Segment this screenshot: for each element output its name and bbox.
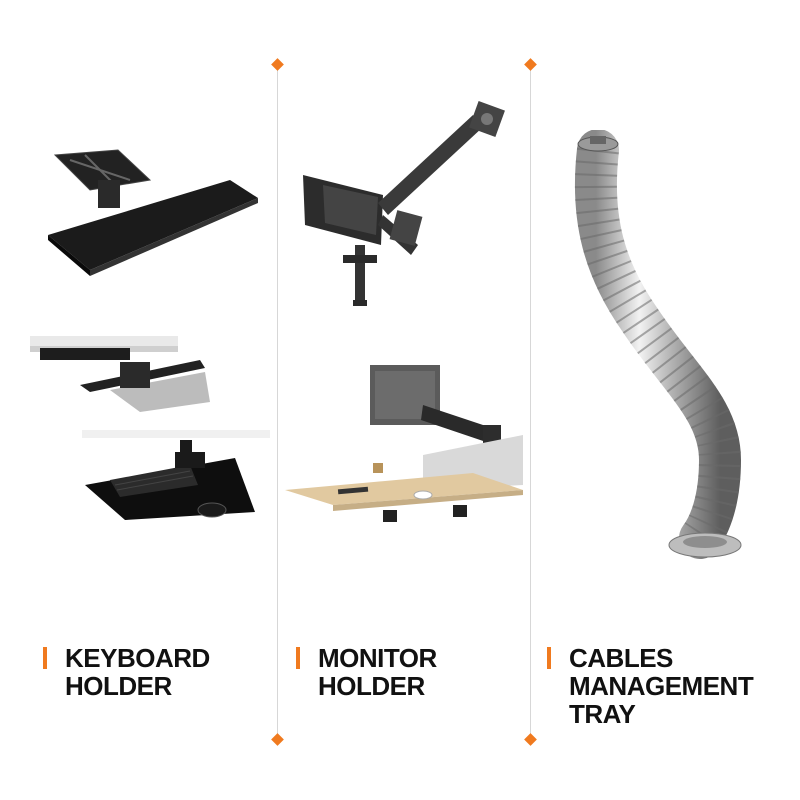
monitor-holder-illustration	[283, 95, 528, 525]
label-line: KEYBOARD	[65, 643, 210, 673]
divider-bottom-diamond	[524, 733, 537, 746]
cables-management-label: CABLES MANAGEMENT TRAY	[547, 643, 754, 729]
keyboard-tray-icon	[30, 149, 272, 520]
monitor-holder-label: MONITOR HOLDER	[296, 644, 437, 700]
accent-bar	[43, 647, 47, 669]
divider-bottom-diamond	[271, 733, 284, 746]
label-line: CABLES	[569, 643, 673, 673]
column-divider-left	[271, 58, 284, 746]
accent-bar	[296, 647, 300, 669]
cable-spine-icon	[574, 129, 742, 559]
monitor-arm-icon	[285, 101, 523, 522]
divider-top-diamond	[271, 58, 284, 71]
keyboard-holder-label: KEYBOARD HOLDER	[43, 644, 210, 700]
accent-bar	[547, 647, 551, 669]
keyboard-holder-illustration	[30, 140, 272, 560]
column-divider-right	[524, 58, 537, 746]
label-line: TRAY	[569, 699, 636, 729]
label-line: MONITOR	[318, 643, 437, 673]
label-line: HOLDER	[318, 671, 425, 701]
cables-tray-illustration	[560, 129, 780, 570]
label-line: MANAGEMENT	[569, 671, 754, 701]
divider-top-diamond	[524, 58, 537, 71]
label-line: HOLDER	[65, 671, 172, 701]
